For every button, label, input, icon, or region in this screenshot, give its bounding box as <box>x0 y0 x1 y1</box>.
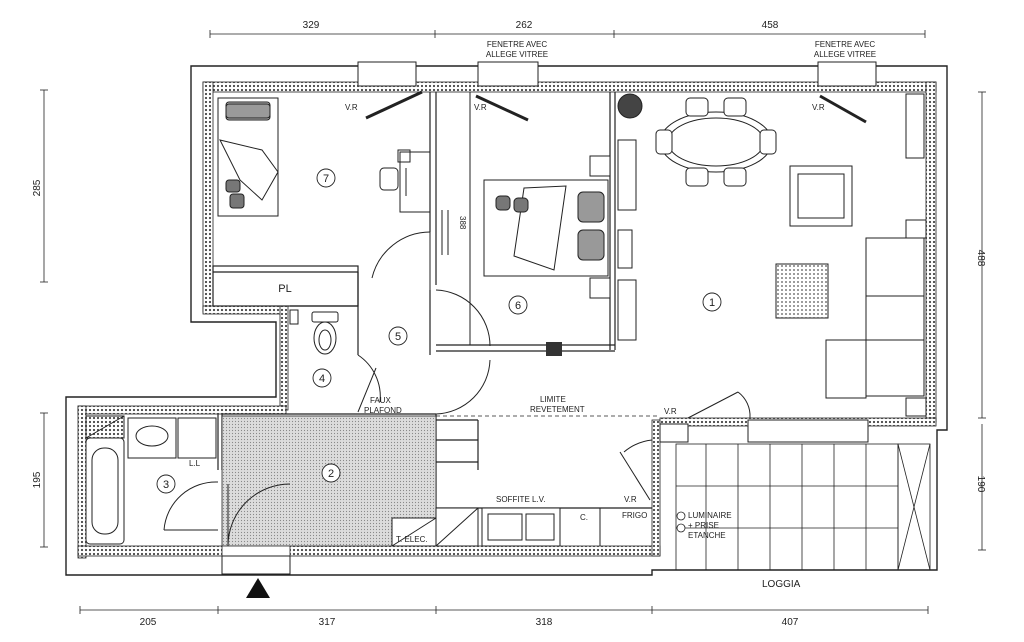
window-label-right-line1: FENETRE AVEC <box>815 40 876 49</box>
shaft-duct <box>546 342 562 356</box>
window-label-center-line1: FENETRE AVEC <box>487 40 548 49</box>
hall-doors <box>357 92 491 415</box>
faux-plafond-label-line1: FAUX <box>370 396 392 405</box>
roller-shutter-marks <box>365 90 867 124</box>
dim-right-1: 488 <box>975 250 986 267</box>
luminaire-icon <box>676 511 686 533</box>
dim-left-2: 195 <box>32 471 43 488</box>
vr-label-room7: V.R <box>345 103 358 112</box>
dim-right-2: 190 <box>975 476 986 493</box>
room-6-label: 6 <box>515 300 521 312</box>
dim-bottom-2: 317 <box>319 617 336 628</box>
vr-label-kitchen: V.R <box>624 495 637 504</box>
dim-left-1: 285 <box>32 179 43 196</box>
living-furniture <box>655 93 927 417</box>
dim-top-3: 458 <box>762 20 779 31</box>
loggia-door <box>619 391 869 501</box>
cooker-label: C. <box>580 513 588 522</box>
wc-toilet <box>289 309 339 355</box>
t-elec-label: T. ELEC. <box>396 535 428 544</box>
dim-interior: 388 <box>458 216 467 230</box>
room-5-label: 5 <box>395 331 401 343</box>
ll-label: L.L <box>189 459 201 468</box>
faux-plafond-line <box>357 367 377 413</box>
luminaire-label-line1: LUMINAIRE <box>688 511 732 520</box>
dim-bottom-1: 205 <box>140 617 157 628</box>
room-2-label: 2 <box>328 468 334 480</box>
room-6-furniture <box>483 139 637 341</box>
vr-label-room6: V.R <box>474 103 487 112</box>
limite-label-line2: REVETEMENT <box>530 405 585 414</box>
dim-bottom-4: 407 <box>782 617 799 628</box>
soffite-label: SOFFITE L.V. <box>496 495 546 504</box>
loggia <box>675 443 931 571</box>
luminaire-label-line3: ETANCHE <box>688 531 726 540</box>
frigo-label: FRIGO <box>622 511 647 520</box>
room-3-label: 3 <box>163 479 169 491</box>
bathroom-fixtures <box>85 415 219 545</box>
window-openings <box>357 61 877 87</box>
luminaire-label-line2: + PRISE <box>688 521 719 530</box>
pl-label: PL <box>278 283 291 295</box>
dim-bottom-3: 318 <box>536 617 553 628</box>
room-4-label: 4 <box>319 373 325 385</box>
faux-plafond-label-line2: PLAFOND <box>364 406 402 415</box>
room-1-label: 1 <box>709 297 715 309</box>
limite-label-line1: LIMITE <box>540 395 566 404</box>
loggia-label: LOGGIA <box>762 579 801 590</box>
dim-top-2: 262 <box>516 20 533 31</box>
window-label-right-line2: ALLEGE VITREE <box>814 50 876 59</box>
entrance-arrow-icon <box>246 578 270 598</box>
entrance-door <box>221 483 291 575</box>
room-7-furniture <box>217 97 431 217</box>
vr-label-loggia: V.R <box>664 407 677 416</box>
kitchen-fixtures <box>435 507 601 547</box>
window-label-center-line2: ALLEGE VITREE <box>486 50 548 59</box>
room-7-label: 7 <box>323 173 329 185</box>
plant-icon <box>617 93 643 119</box>
room-markers <box>156 168 722 494</box>
vr-label-room1: V.R <box>812 103 825 112</box>
dimension-lines <box>40 30 986 614</box>
dim-top-1: 329 <box>303 20 320 31</box>
